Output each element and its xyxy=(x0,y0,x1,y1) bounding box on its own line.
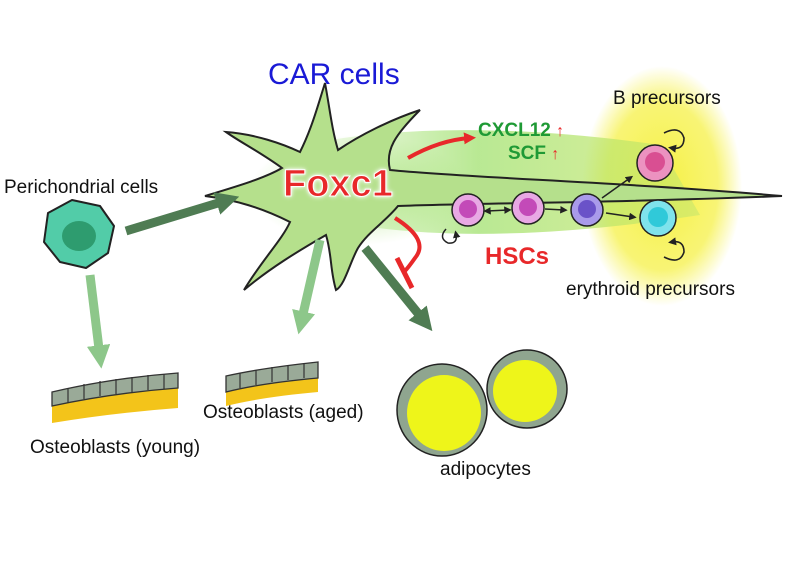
adipocytes-label: adipocytes xyxy=(440,459,531,480)
up-arrow-icon: ↑ xyxy=(556,123,565,140)
cxcl12-label: CXCL12 ↑ xyxy=(478,120,565,141)
perichondrial-cell xyxy=(43,199,115,269)
arrow-perichondrial-to-osteoblasts-young xyxy=(85,274,111,369)
arrow-car-to-osteoblasts-aged xyxy=(292,238,325,335)
osteoblasts-aged-layer xyxy=(225,361,319,406)
scf-label: SCF ↑ xyxy=(508,143,560,164)
self-renewal-icon xyxy=(663,129,685,153)
adipocyte-small xyxy=(486,349,568,429)
erythroid-precursor-cell xyxy=(639,199,677,237)
car-cells-title: CAR cells xyxy=(268,58,400,91)
osteoblasts-young-label: Osteoblasts (young) xyxy=(30,437,201,458)
arrow-foxc1-to-cytokines xyxy=(407,132,476,160)
b-precursor-cell xyxy=(636,144,674,182)
hsc-cell-2 xyxy=(511,191,545,225)
perichondrial-cells-label: Perichondrial cells xyxy=(4,177,159,198)
osteoblasts-young-layer xyxy=(51,372,179,423)
foxc1-label: Foxc1 xyxy=(283,163,394,206)
b-precursors-label: B precursors xyxy=(613,88,721,109)
osteoblasts-aged-label: Osteoblasts (aged) xyxy=(203,402,364,423)
up-arrow-icon: ↑ xyxy=(551,146,560,163)
arrow-to-erythroid xyxy=(605,212,637,221)
arrow-perichondrial-to-car xyxy=(124,192,240,236)
arrow-hsc-bidirectional xyxy=(483,206,512,215)
progenitor-cell xyxy=(570,193,604,227)
arrow-to-b-precursor xyxy=(601,175,634,199)
inhibition-arrow xyxy=(393,216,422,274)
inhibition-bar xyxy=(394,256,415,290)
self-renewal-icon xyxy=(663,237,685,261)
erythroid-precursors-label: erythroid precursors xyxy=(566,279,735,300)
hsc-cell-1 xyxy=(451,193,485,227)
self-renewal-icon xyxy=(441,228,461,244)
arrow-car-to-adipocytes xyxy=(361,245,433,332)
arrow-hsc-to-progenitor xyxy=(544,206,568,214)
adipocyte-large xyxy=(396,363,488,457)
hscs-label: HSCs xyxy=(485,243,550,270)
car-cell xyxy=(204,82,783,292)
